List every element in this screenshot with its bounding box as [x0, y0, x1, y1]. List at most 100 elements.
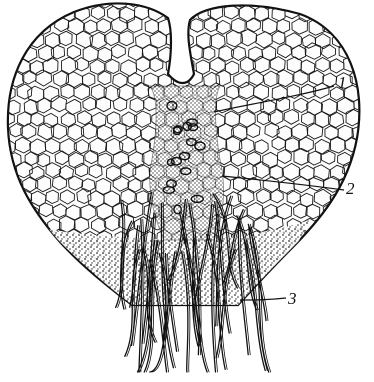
cell [337, 230, 351, 245]
cell [314, 244, 328, 258]
cell [325, 232, 338, 246]
cell [8, 228, 25, 245]
cell [351, 204, 368, 221]
cell [14, 6, 28, 20]
cell [0, 230, 6, 245]
cell [0, 244, 12, 259]
cell [0, 33, 14, 49]
cell [368, 257, 374, 273]
cell [360, 109, 374, 126]
cell [6, 203, 22, 219]
cell [0, 99, 6, 113]
cell [346, 271, 360, 286]
cell [366, 176, 374, 193]
cell [44, 243, 57, 257]
cell [292, 257, 306, 271]
cell [15, 215, 32, 232]
cell [314, 217, 330, 233]
cell [352, 256, 366, 270]
label-2: 2 [346, 179, 355, 198]
cell [299, 243, 313, 258]
cell [283, 269, 299, 286]
cell [369, 73, 374, 87]
cell [14, 34, 27, 47]
cell [16, 244, 33, 261]
cell [367, 48, 374, 61]
cell [0, 163, 14, 178]
cell [30, 245, 45, 261]
cell [21, 18, 35, 33]
cell [338, 255, 353, 270]
cell [299, 270, 312, 284]
cell [356, 48, 368, 61]
cell [330, 271, 345, 286]
cell [360, 242, 374, 257]
cell [332, 246, 345, 259]
cell [358, 56, 374, 73]
cell [362, 84, 374, 100]
cell [368, 228, 374, 244]
cell [201, 0, 217, 7]
cell [345, 34, 358, 48]
cell [23, 0, 37, 7]
cell [332, 217, 345, 231]
cell [329, 7, 344, 22]
cell [360, 31, 374, 48]
cell [344, 6, 358, 20]
cell [0, 178, 8, 193]
cell [0, 258, 8, 272]
cell [0, 44, 8, 60]
cell [345, 243, 360, 258]
cell [46, 269, 62, 285]
cell [354, 0, 368, 6]
cell [325, 0, 338, 6]
cell [0, 202, 6, 218]
cell [323, 257, 338, 273]
cell [174, 0, 188, 9]
cell [0, 152, 8, 166]
cell [354, 176, 370, 192]
cell [367, 0, 374, 7]
cell [25, 229, 38, 243]
label-3: 3 [287, 289, 297, 308]
cell [360, 165, 374, 181]
cell [33, 271, 46, 284]
cell [0, 0, 7, 7]
cell [307, 0, 323, 10]
cell [21, 258, 36, 273]
cell [308, 230, 325, 247]
cell [366, 152, 374, 169]
cell [292, 0, 308, 7]
cell [352, 228, 368, 244]
cell [352, 17, 368, 33]
cell [1, 58, 16, 74]
cell [370, 97, 374, 111]
cell [2, 4, 17, 19]
cell [367, 20, 374, 35]
cell [316, 269, 329, 283]
cell [308, 257, 322, 271]
cell [59, 271, 73, 285]
cell [173, 45, 189, 62]
cell [53, 0, 66, 6]
cell [337, 0, 352, 7]
cell [52, 254, 68, 270]
cell [172, 20, 188, 36]
cell [360, 214, 374, 231]
cell [36, 231, 50, 245]
cell [1, 192, 17, 208]
cell [9, 256, 25, 272]
cell [83, 0, 96, 5]
cell [1, 269, 16, 285]
cell [70, 0, 84, 7]
cell [0, 19, 7, 35]
cell [359, 6, 374, 22]
cell [37, 0, 51, 7]
cell [32, 8, 46, 23]
cell [362, 267, 374, 284]
cell [157, 0, 173, 7]
cell [368, 123, 374, 139]
cell [190, 0, 203, 8]
